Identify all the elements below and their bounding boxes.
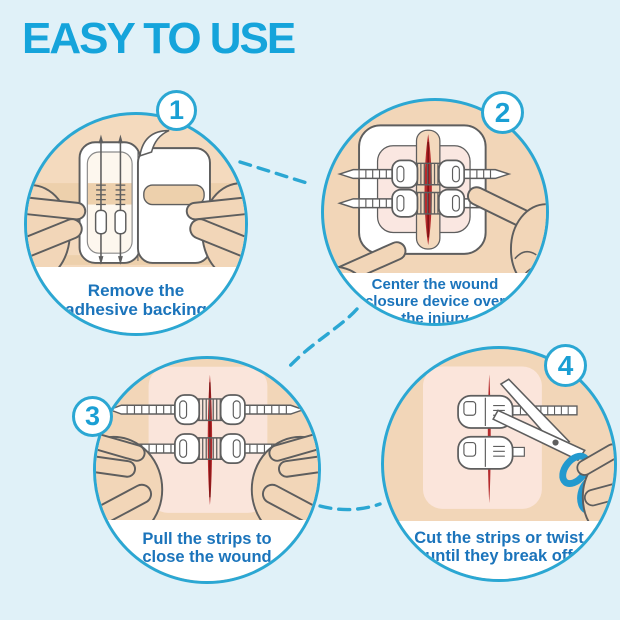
fastener-needle (114, 134, 127, 265)
step-4-circle: Cut the strips or twist until they break… (381, 346, 617, 582)
step-number: 3 (84, 401, 101, 431)
adhesive-backing-film (136, 129, 211, 264)
step-3-illustration (96, 366, 318, 544)
step-4-caption: Cut the strips or twist until they break… (414, 529, 584, 566)
caption-line: Center the wound (371, 276, 499, 293)
caption-line: closure device over (364, 292, 506, 310)
caption-line: the injury (401, 309, 469, 326)
step-number: 4 (557, 349, 574, 381)
step-4-badge: 4 (544, 344, 587, 387)
right-hand (250, 428, 318, 544)
step-1-badge: 1 (156, 90, 197, 131)
step-2-badge: 2 (481, 91, 524, 134)
zip-tie-device-closed (457, 435, 525, 470)
step-3-badge: 3 (72, 396, 113, 437)
caption-line: Pull the strips to (142, 530, 272, 548)
caption-line: Cut the strips or twist (414, 529, 584, 547)
page-title: EASY TO USE (22, 14, 296, 63)
connector-step3-step4 (318, 502, 382, 512)
step-1-illustration (27, 129, 245, 284)
zip-tie-device (108, 394, 305, 426)
step-2-caption: Center the wound closure device over the… (364, 276, 506, 326)
skin-band (27, 255, 245, 265)
bandage (358, 124, 487, 255)
left-hand (96, 428, 164, 544)
step-4-illustration (422, 366, 614, 540)
step-2-illustration (324, 124, 546, 323)
caption-line: Remove the (87, 281, 185, 300)
wound (424, 134, 432, 246)
step-2-circle: Center the wound closure device over the… (321, 98, 549, 326)
right-hand (576, 443, 614, 540)
caption-line: adhesive backing (65, 300, 207, 320)
step-1-caption-panel: Remove the adhesive backing (27, 267, 245, 333)
step-3-circle: Pull the strips to close the wound (93, 356, 321, 584)
step-2-caption-panel: Center the wound closure device over the… (324, 273, 546, 323)
step-4-caption-panel: Cut the strips or twist until they break… (384, 521, 614, 579)
step-3-caption: Pull the strips to close the wound (142, 530, 271, 567)
step-3-caption-panel: Pull the strips to close the wound (96, 520, 318, 581)
pointing-finger-right (467, 186, 546, 295)
step-number: 2 (494, 96, 511, 128)
step-1-caption: Remove the adhesive backing (65, 281, 207, 319)
caption-line: until they break off (425, 547, 573, 566)
closure-device-pad (78, 134, 141, 265)
fastener-needle (94, 134, 108, 265)
caption-line: close the wound (142, 548, 272, 567)
step-1-circle: Remove the adhesive backing (24, 112, 248, 336)
step-number: 1 (168, 95, 185, 125)
left-hand (27, 184, 87, 284)
connector-step1-step2 (238, 160, 312, 186)
right-hand (185, 182, 245, 282)
